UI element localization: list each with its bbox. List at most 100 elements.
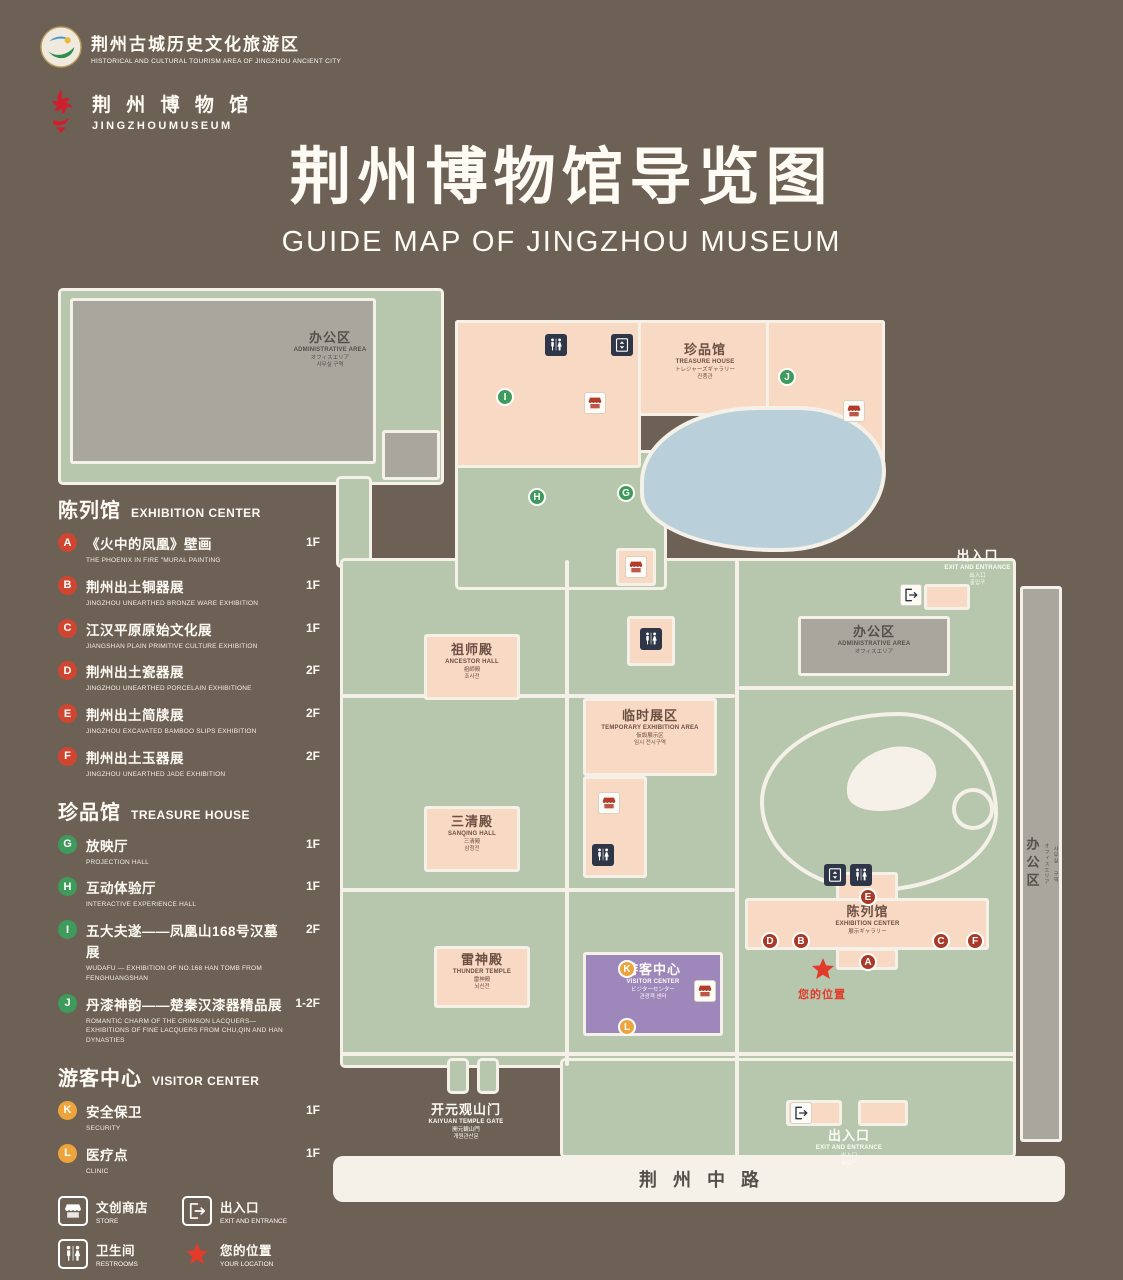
legend-item-name-en: SECURITY (86, 1124, 121, 1132)
legend-letter-badge: E (58, 704, 77, 723)
star-icon (182, 1239, 212, 1269)
gate-pillar-east (477, 1058, 499, 1094)
legend-item-name: 医疗点 (86, 1147, 128, 1163)
legend-item-name: 放映厅 (86, 838, 128, 854)
legend-letter-badge: J (58, 993, 77, 1013)
map-marker-L: L (618, 1018, 636, 1036)
legend-item-name-en: JIANGSHAN PLAIN PRIMITIVE CULTURE EXHIBI… (86, 642, 258, 650)
legend-item-name: 江汉平原原始文化展 (86, 622, 212, 638)
map-marker-I: I (496, 388, 514, 406)
map-marker-J: J (778, 368, 796, 386)
map-marker-F: F (966, 932, 984, 950)
legend-item-name-en: WUDAFU — EXHIBITION OF NO.168 HAN TOMB F… (86, 965, 262, 982)
store-icon (598, 792, 620, 814)
legend-item-floor: 2F (305, 663, 320, 678)
legend-letter-badge: B (58, 575, 77, 595)
legend-item-name-en: INTERACTIVE EXPERIENCE HALL (86, 901, 197, 909)
legend-item-name: 荆州出土简牍展 (86, 708, 184, 723)
restroom-icon (592, 844, 614, 866)
legend-item-name: 安全保卫 (86, 1104, 142, 1120)
map-marker-D: D (761, 932, 779, 950)
label-your-location: 您的位置 (798, 989, 846, 1001)
restroom-icon (850, 864, 872, 886)
legend-letter-badge: H (58, 877, 77, 897)
legend-letter-badge: L (58, 1143, 77, 1163)
legend-item-name: 互动体验厅 (86, 881, 156, 897)
page-title-block: 荆州博物馆导览图 GUIDE MAP OF JINGZHOU MUSEUM (0, 126, 1123, 259)
label-exhibition-center: 陈列馆 EXHIBITION CENTER 展示ギャラリー (835, 904, 900, 935)
exit-icon (182, 1196, 212, 1227)
legend-item-name-en: JINGZHOU UNEARTHED PORCELAIN EXHIBITIONE (86, 685, 252, 693)
path-connector-west (336, 476, 372, 568)
path-line (342, 888, 735, 892)
legend-item-floor: 1-2F (295, 995, 320, 1010)
legend-item-name-en: ROMANTIC CHARM OF THE CRIMSON LACQUERS—E… (86, 1017, 283, 1045)
legend-item-floor: 1F (305, 1102, 320, 1117)
legend-item-H: H 互动体验厅 1F INTERACTIVE EXPERIENCE HALL (58, 877, 320, 910)
restroom-icon (640, 628, 662, 650)
restroom-icon (58, 1239, 88, 1270)
label-kaiyuan-gate: 开元观山门 KAIYUAN TEMPLE GATE 開元観山門 개원관산문 (428, 1102, 504, 1140)
legend-item-name-en: CLINIC (86, 1167, 109, 1175)
legend-item-name: 丹漆神韵——楚秦汉漆器精品展 (86, 997, 282, 1013)
label-visitor-center: 游客中心 VISITOR CENTER ビジターセンター 관광객 센터 (624, 962, 681, 1000)
elevator-icon (824, 864, 846, 886)
legend-letter-badge: D (58, 661, 77, 681)
building-thunder-temple (434, 946, 530, 1008)
legend-item-floor: 1F (305, 577, 320, 592)
label-exit-south: 出入口 EXIT AND ENTRANCE 出入口 출입구 (815, 1128, 883, 1166)
legend-letter-badge: G (58, 834, 77, 854)
store-icon (694, 980, 716, 1002)
store-icon (58, 1196, 88, 1227)
legend-item-name-en: JINGZHOU EXCAVATED BAMBOO SLIPS EXHIBITI… (86, 728, 257, 735)
building-ancestor-hall (424, 634, 520, 700)
store-icon (843, 400, 865, 422)
path-line (565, 560, 569, 1066)
legend-item-floor: 1F (305, 879, 320, 894)
legend-item-name-en: THE PHOENIX IN FIRE "MURAL PAINTING (86, 557, 221, 564)
phoenix-icon (52, 90, 72, 133)
label-treasure-house: 珍品馆 TREASURE HOUSE トレジャーズギャラリー 진품관 (675, 342, 735, 380)
tourism-emblem-icon (40, 26, 82, 68)
map-marker-B: B (792, 932, 810, 950)
building-office-east-strip: 办公区 オフィスエリア 사무실 구역 (1020, 586, 1062, 1142)
page-title: 荆州博物馆导览图 (289, 143, 834, 212)
exit-northeast-pad (924, 584, 970, 610)
tourism-logo-zh: 荆州古城历史文化旅游区 (91, 34, 300, 54)
tourism-logo-en: HISTORICAL AND CULTURAL TOURISM AREA OF … (91, 57, 342, 65)
legend-item-floor: 1F (305, 836, 320, 851)
map-marker-A: A (859, 953, 877, 971)
building-temporary-exhibition (583, 698, 717, 776)
legend-item-floor: 1F (305, 535, 320, 549)
label-ancestor-hall: 祖师殿 ANCESTOR HALL 祖師殿 조사전 (445, 642, 499, 680)
exit-icon (790, 1102, 812, 1124)
building-office-northwest (70, 298, 376, 464)
legend-item-name-en: JINGZHOU UNEARTHED BRONZE WARE EXHIBITIO… (86, 599, 259, 607)
label-thunder-temple: 雷神殿 THUNDER TEMPLE 雷神殿 뇌신전 (452, 952, 512, 990)
legend-item-name: 五大夫遂——凤凰山168号汉墓展 (86, 924, 279, 960)
museum-logo-zh: 荆 州 博 物 馆 (92, 95, 254, 116)
road-label: 荆州中路 (639, 1170, 775, 1190)
map-marker-K: K (618, 960, 636, 978)
legend-letter-badge: A (58, 533, 77, 552)
legend-item-floor: 2F (305, 706, 320, 720)
legend-item-floor: 2F (305, 922, 320, 936)
road-jingzhou-middle: 荆州中路 (333, 1156, 1065, 1202)
